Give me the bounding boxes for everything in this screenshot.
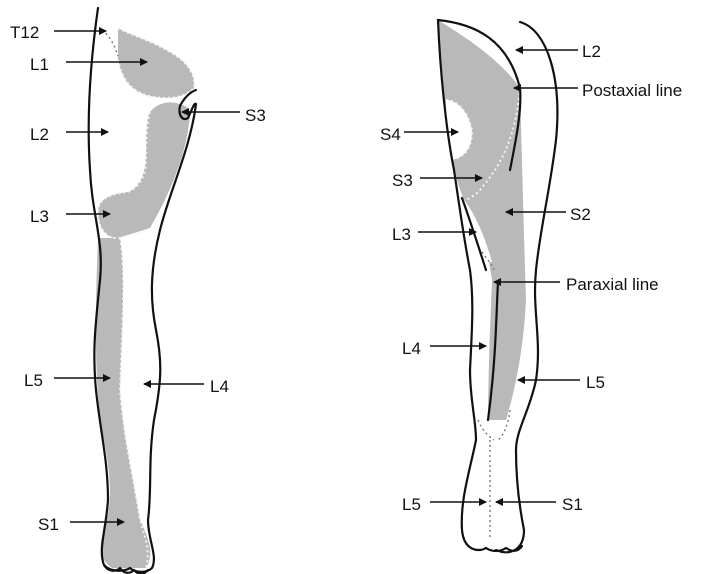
l1-region: [118, 28, 194, 98]
anterior-leg-view: T12 L1 S3 L2 L3 L5 L4 S1: [10, 8, 266, 574]
label-s4: S4: [380, 125, 401, 144]
label-l5-anterior: L5: [24, 371, 43, 390]
label-l2-posterior: L2: [582, 42, 601, 61]
label-t12: T12: [10, 23, 39, 42]
label-s1-foot: S1: [562, 495, 583, 514]
label-s2: S2: [570, 205, 591, 224]
s2-strip-region: [438, 20, 526, 420]
label-l3-anterior: L3: [30, 207, 49, 226]
posterior-leg-view: L2 Postaxial line S4 S3 S2 L3 Paraxial l…: [380, 20, 682, 552]
label-s3-anterior: S3: [245, 106, 266, 125]
label-l1: L1: [30, 55, 49, 74]
label-l5-posterior: L5: [586, 373, 605, 392]
label-l2-anterior: L2: [30, 125, 49, 144]
label-l3-posterior: L3: [392, 225, 411, 244]
label-paraxial-line: Paraxial line: [566, 275, 659, 294]
t12-boundary: [102, 30, 118, 56]
label-l4-posterior: L4: [402, 339, 421, 358]
label-postaxial-line: Postaxial line: [582, 81, 682, 100]
label-l5-foot: L5: [402, 495, 421, 514]
label-s3-posterior: S3: [392, 171, 413, 190]
label-l4-anterior: L4: [210, 377, 229, 396]
label-s1-anterior: S1: [38, 515, 59, 534]
l3-s3-upper-region: [98, 102, 190, 238]
